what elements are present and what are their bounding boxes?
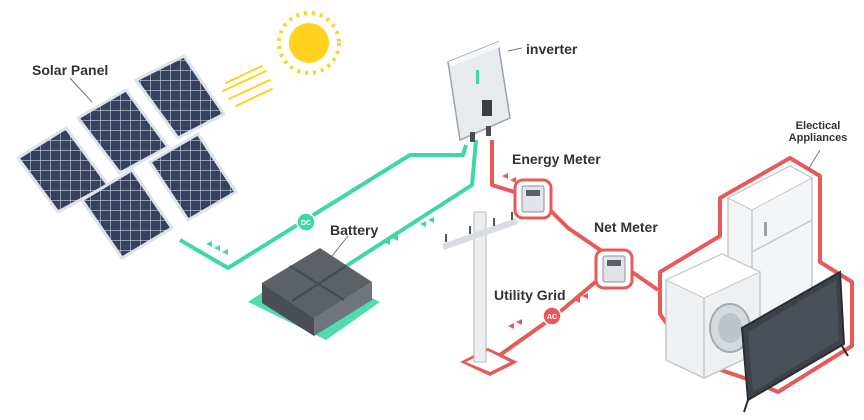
inverter-label: inverter	[526, 41, 578, 57]
dc-flow-arrows	[206, 217, 434, 255]
net-meter-icon	[594, 248, 634, 290]
utility-pole-icon	[442, 211, 518, 376]
inverter-icon	[447, 40, 511, 142]
washing-machine-icon	[664, 253, 762, 379]
appliances-label: Electical Appliances	[780, 120, 856, 144]
utility-grid-label: Utility Grid	[494, 287, 566, 303]
ac-badge: AC	[542, 306, 562, 326]
sun-icon	[277, 11, 341, 75]
battery-icon	[248, 248, 380, 340]
energy-meter-label: Energy Meter	[512, 151, 601, 167]
energy-meter-icon	[513, 178, 553, 220]
net-meter-label: Net Meter	[594, 219, 658, 235]
inverter-leader	[507, 47, 523, 52]
ac-wire	[488, 140, 660, 364]
solar-panel-label: Solar Panel	[32, 62, 109, 78]
solar-panel-icon	[15, 54, 239, 261]
svg-text:DC: DC	[301, 220, 311, 227]
battery-leader	[331, 235, 349, 257]
dc-wire	[178, 139, 478, 272]
ac-flow-arrows	[502, 173, 588, 329]
sunray-lines	[222, 65, 273, 107]
svg-text:AC: AC	[547, 314, 557, 321]
appliances-label-line1: Electical	[795, 120, 841, 132]
dc-badge: DC	[296, 212, 316, 232]
appliances-leader	[807, 149, 821, 171]
battery-label: Battery	[330, 222, 379, 238]
television-icon	[740, 270, 849, 413]
solar-panel-leader	[69, 77, 93, 103]
appliances-label-line2: Appliances	[788, 132, 848, 145]
